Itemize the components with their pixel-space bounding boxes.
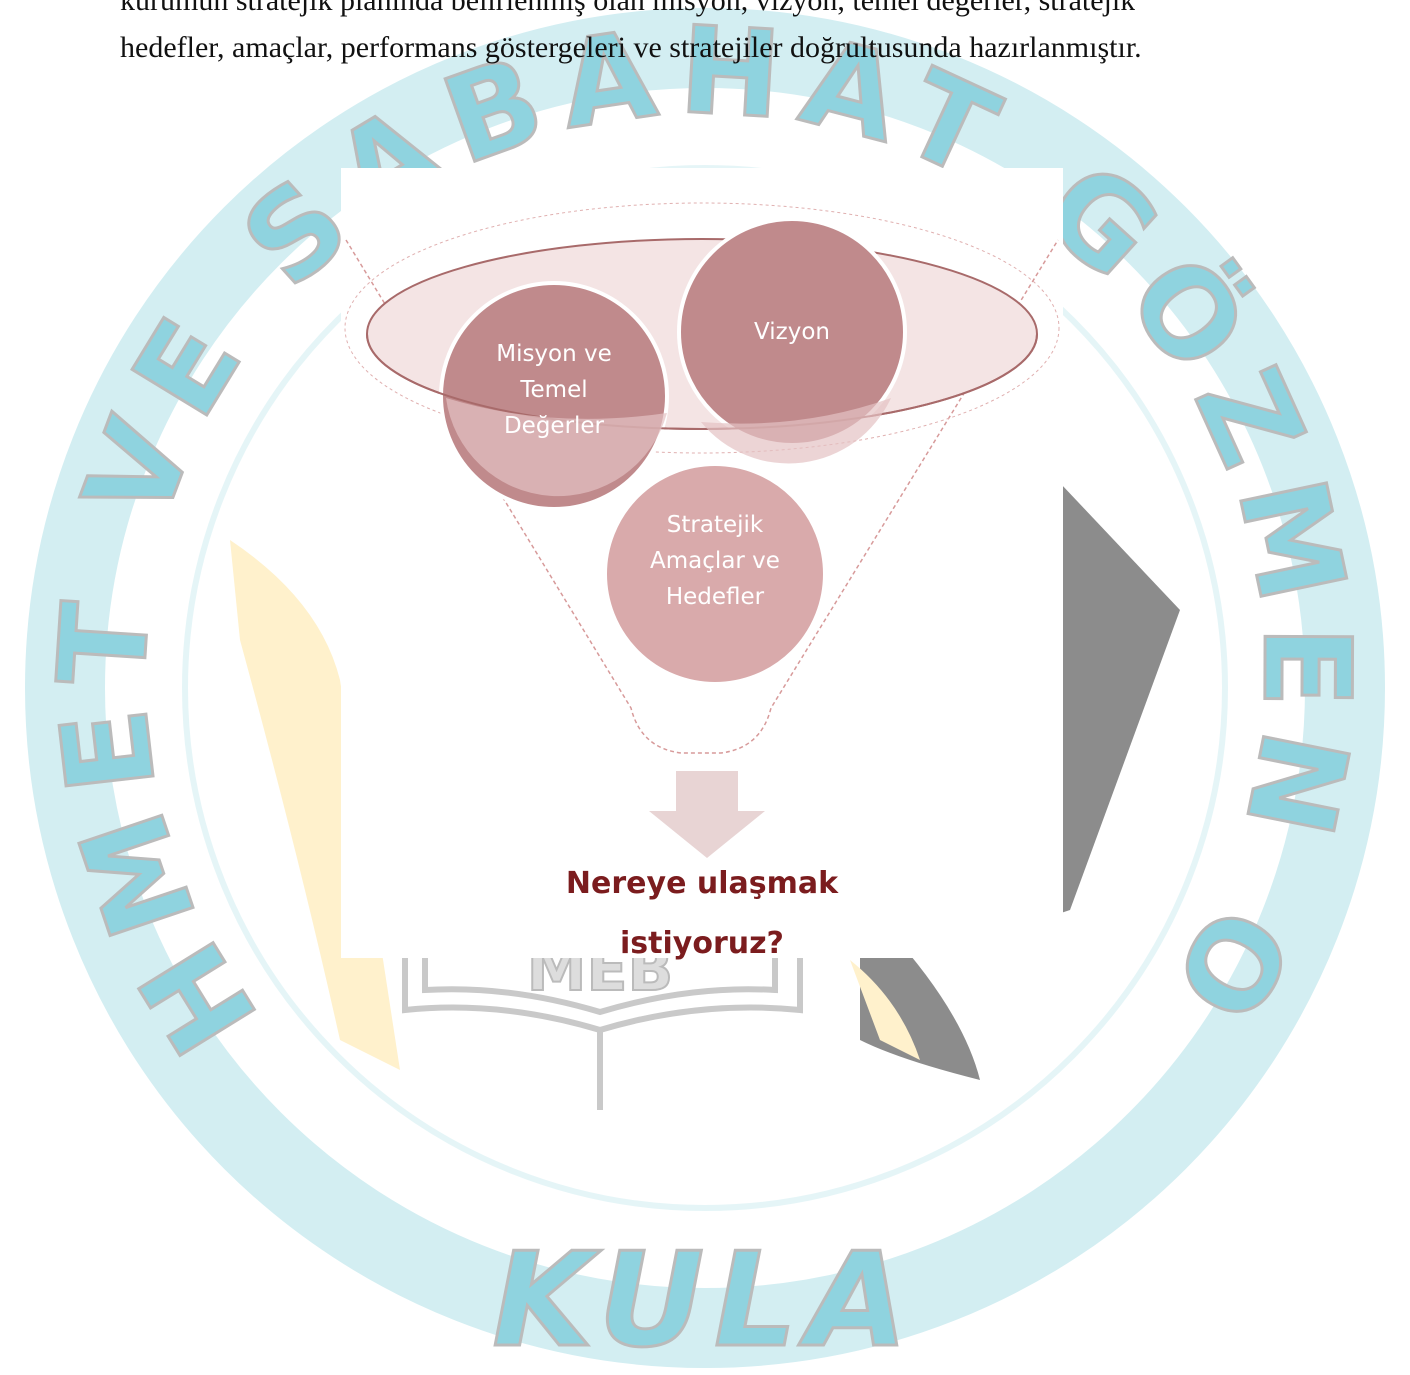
funnel-ellipse-front-edge	[366, 333, 1038, 430]
seal-book-outline	[402, 958, 803, 1110]
seal-outer-ring	[25, 8, 1385, 1368]
circle-mission-lower-tint	[446, 398, 667, 497]
funnel-graphic	[344, 202, 1060, 858]
paragraph-line-1: kurumun stratejik planında belirlenmiş o…	[120, 0, 1136, 17]
funnel-diagram: Misyon ve Temel Değerler Vizyon Strateji…	[341, 168, 1063, 961]
seal-bottom-text: KULA	[492, 1224, 917, 1375]
circle-goals-label: Stratejik Amaçlar ve Hedefler	[650, 512, 780, 610]
paragraph-line-2: hedefler, amaçlar, performans göstergele…	[120, 31, 1142, 64]
circle-vision-lower-tint	[701, 398, 891, 464]
circle-goals	[603, 462, 827, 686]
down-arrow-icon	[649, 771, 765, 858]
funnel-top-outer-ellipse	[344, 202, 1060, 454]
circle-vision-label: Vizyon	[754, 319, 830, 345]
question-line-1: Nereye ulaşmak	[565, 866, 839, 901]
seal-yellow-torch-right	[850, 960, 920, 1060]
circle-mission-label: Misyon ve Temel Değerler	[496, 341, 612, 439]
question-line-2: istiyoruz?	[620, 926, 784, 961]
funnel-outline	[345, 239, 1059, 754]
